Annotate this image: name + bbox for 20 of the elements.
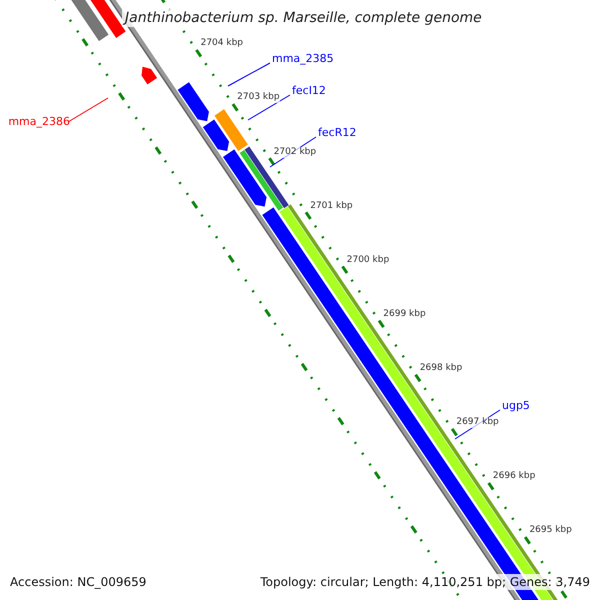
accession-text: Accession: NC_009659 [8,574,148,590]
tick-label: 2701 kbp [310,200,353,212]
tick-label: 2703 kbp [237,92,280,104]
tick-label: 2699 kbp [383,308,426,320]
leader-line [228,62,270,86]
tick-label: 2696 kbp [492,471,536,482]
tick-label: 2697 kbp [456,417,499,428]
tick-label: 2700 kbp [346,254,390,266]
gene-label: fecI12 [292,84,326,98]
leader-line [68,98,108,122]
gene-label: fecR12 [318,126,356,140]
gene-label: ugp5 [502,399,530,413]
gene-label: mma_2386 [8,115,70,129]
tick-label: 2698 kbp [420,363,462,374]
tick-label: 2704 kbp [200,38,244,50]
genome-info-text: Topology: circular; Length: 4,110,251 bp; Genes: 3,749 [258,574,592,590]
gene-label: mma_2385 [272,52,334,66]
leader-line [248,94,290,120]
tick-label: 2702 kbp [274,146,316,158]
tick-label: 2695 kbp [529,525,572,536]
